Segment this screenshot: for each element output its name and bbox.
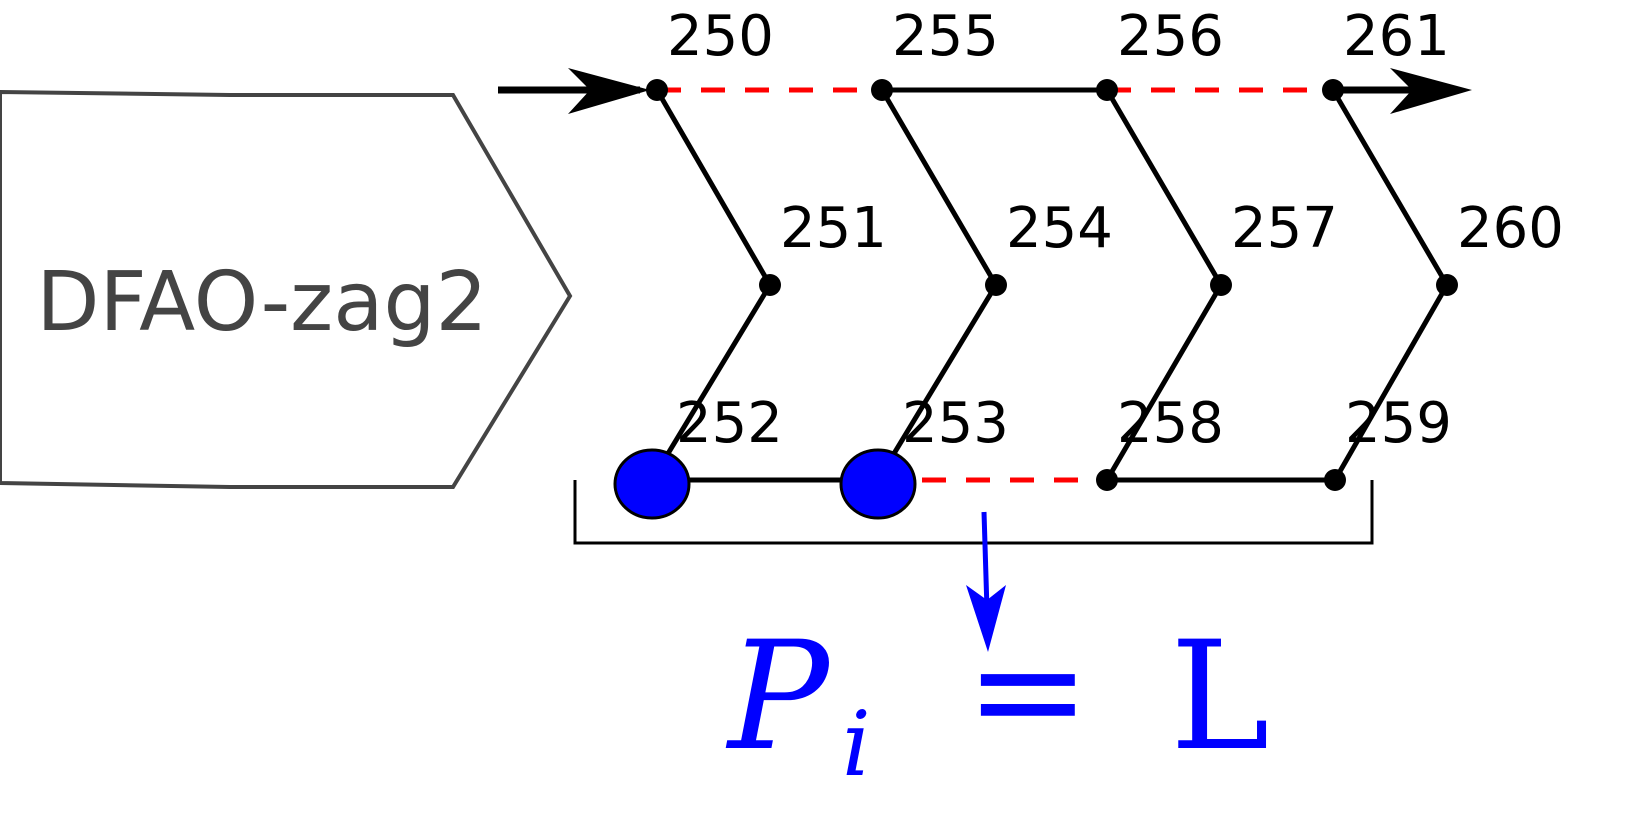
dfao-block-label: DFAO-zag2 [36, 255, 487, 350]
node-258 [1096, 469, 1118, 491]
formula-symbol: P [725, 610, 832, 784]
node-label-260: 260 [1457, 196, 1564, 261]
node-254 [985, 274, 1007, 296]
node-250 [646, 79, 668, 101]
node-251 [759, 274, 781, 296]
formula-subscript: i [842, 692, 871, 797]
node-label-256: 256 [1117, 4, 1224, 69]
node-label-258: 258 [1117, 391, 1224, 456]
dfao-block-shape [0, 89, 573, 489]
node-253 [839, 448, 917, 520]
node-label-257: 257 [1231, 196, 1338, 261]
bottom-bracket [573, 480, 1374, 545]
node-label-251: 251 [780, 196, 887, 261]
node-label-252: 252 [676, 391, 783, 456]
edge-254-255 [879, 88, 999, 287]
node-label-254: 254 [1006, 196, 1113, 261]
node-259 [1324, 469, 1346, 491]
node-label-261: 261 [1343, 4, 1450, 69]
node-256 [1096, 79, 1118, 101]
node-label-250: 250 [667, 4, 774, 69]
node-257 [1210, 274, 1232, 296]
node-label-255: 255 [892, 4, 999, 69]
edge-253-254 [875, 283, 999, 482]
edge-250-251 [654, 88, 773, 287]
edge-260-261 [1330, 88, 1450, 287]
node-label-259: 259 [1345, 391, 1452, 456]
formula-arrowhead [966, 585, 1006, 652]
input-arrowhead [568, 68, 650, 114]
node-261 [1322, 79, 1344, 101]
edge-256-257 [1104, 88, 1224, 287]
output-arrowhead [1390, 68, 1472, 114]
node-label-253: 253 [902, 391, 1009, 456]
formula: P i = L [725, 604, 1270, 797]
edge-257-258 [1104, 283, 1224, 482]
node-260 [1436, 274, 1458, 296]
formula-value: L [1170, 610, 1270, 784]
formula-equals: = [965, 604, 1091, 778]
formula-arrow-line [981, 511, 990, 611]
node-252 [613, 448, 691, 520]
edge-259-260 [1332, 283, 1450, 482]
node-255 [871, 79, 893, 101]
edge-251-252 [649, 283, 773, 482]
